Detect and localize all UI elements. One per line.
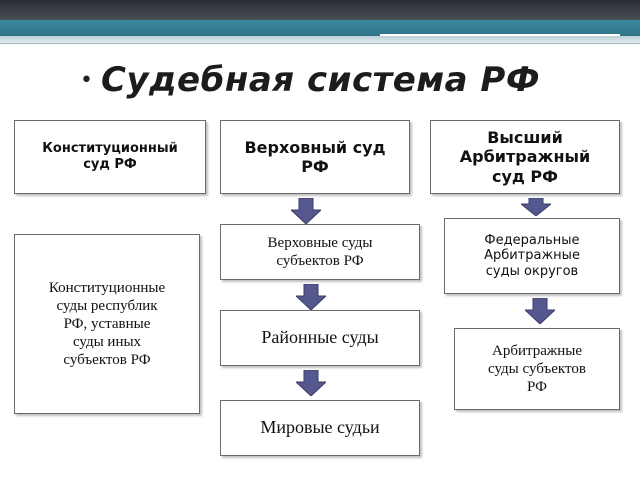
- arrow-down-icon: [525, 298, 555, 324]
- box-federal-arbitration-courts: Федеральные Арбитражные суды округов: [444, 218, 620, 294]
- arrow-down-icon: [521, 198, 551, 216]
- header-band-dark: [0, 0, 640, 20]
- header-band-light: [0, 36, 640, 44]
- arrow-down-icon: [291, 198, 321, 224]
- slide-title: Судебная система РФ: [100, 60, 541, 100]
- header-accent-line: [380, 34, 620, 36]
- title-row: • Судебная система РФ: [80, 54, 540, 106]
- arrow-down-icon: [296, 284, 326, 310]
- box-constitutional-court: Конституционный суд РФ: [14, 120, 206, 194]
- header-band-teal: [0, 20, 640, 36]
- box-supreme-court: Верховный суд РФ: [220, 120, 410, 194]
- bullet-icon: •: [80, 67, 93, 93]
- box-district-courts: Районные суды: [220, 310, 420, 366]
- header-divider-line: [0, 43, 640, 44]
- box-supreme-arbitration-court: Высший Арбитражный суд РФ: [430, 120, 620, 194]
- box-regional-supreme-courts: Верховные суды субъектов РФ: [220, 224, 420, 280]
- box-constitutional-courts-republics: Конституционные суды республик РФ, устав…: [14, 234, 200, 414]
- box-magistrate-judges: Мировые судьи: [220, 400, 420, 456]
- box-arbitration-courts-subjects: Арбитражные суды субъектов РФ: [454, 328, 620, 410]
- arrow-down-icon: [296, 370, 326, 396]
